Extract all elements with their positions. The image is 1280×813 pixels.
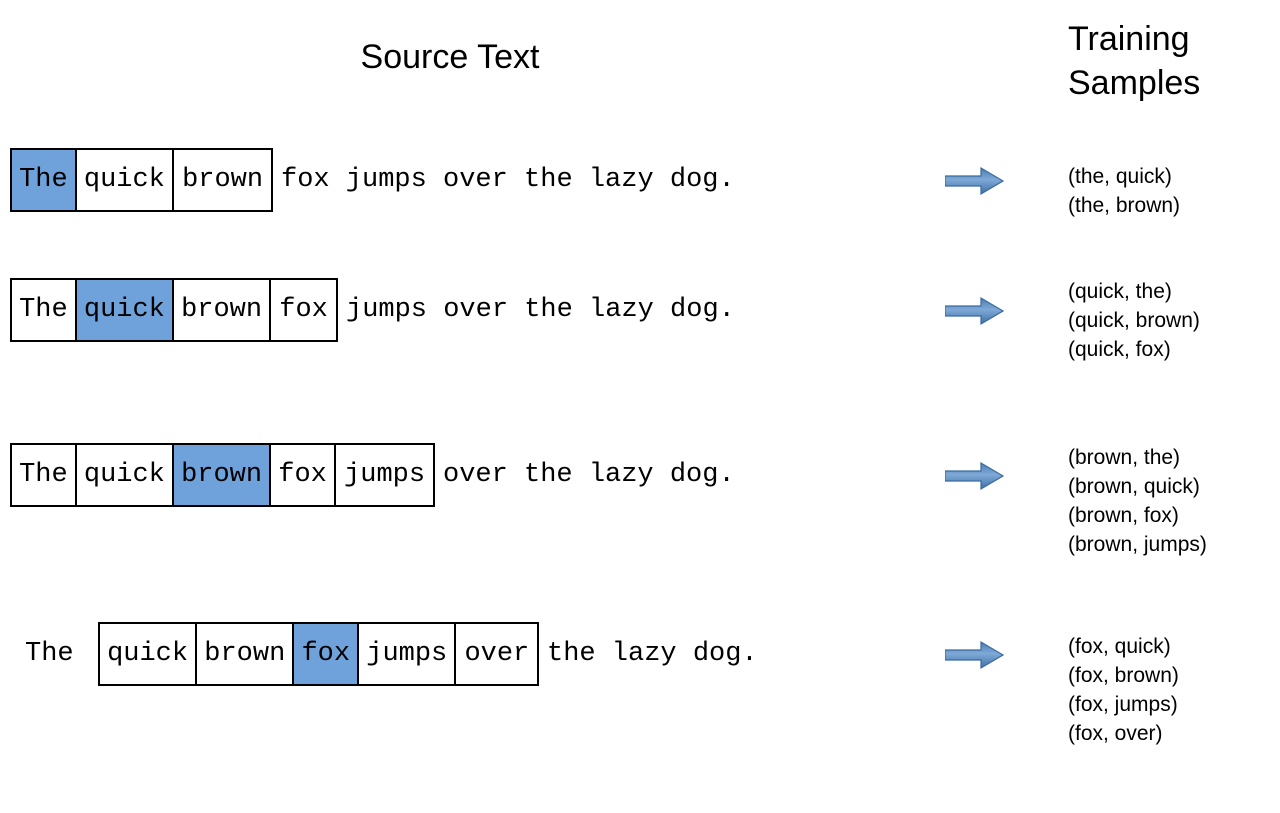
word-cell-jumps: jumps bbox=[359, 624, 457, 684]
sentence-tail: over the lazy dog. bbox=[443, 460, 735, 490]
source-text-heading: Source Text bbox=[360, 38, 540, 76]
training-sample-pair: (quick, the) bbox=[1068, 280, 1172, 303]
word-cell-the: The bbox=[12, 280, 77, 340]
training-samples-heading-line2: Samples bbox=[1068, 63, 1201, 102]
right-block-arrow-icon bbox=[945, 461, 1005, 491]
context-window-box: The quick brown fox bbox=[10, 278, 338, 342]
training-sample-pair: (the, quick) bbox=[1068, 165, 1172, 188]
word-cell-highlighted-brown: brown bbox=[173, 445, 272, 505]
word-cell-highlighted-fox: fox bbox=[294, 624, 360, 684]
context-window-box: The quick brown fox jumps bbox=[10, 443, 436, 507]
training-sample-pair: (fox, brown) bbox=[1068, 664, 1179, 687]
training-sample-group: (fox, quick) (fox, brown) (fox, jumps) (fox… bbox=[1068, 632, 1179, 748]
training-sample-group: (brown, the) (brown, quick) (brown, fox) (b… bbox=[1068, 443, 1207, 559]
word-cell-brown: brown bbox=[197, 624, 295, 684]
training-sample-pair: (fox, quick) bbox=[1068, 635, 1171, 658]
sentence-tail: jumps over the lazy dog. bbox=[346, 295, 735, 325]
sentence-tail: the lazy dog. bbox=[547, 639, 758, 669]
training-sample-pair: (brown, fox) bbox=[1068, 504, 1179, 527]
word-cell-fox: fox bbox=[271, 280, 336, 340]
word-cell-brown: brown bbox=[173, 150, 272, 210]
context-window-box: quick brown fox jumps over bbox=[98, 622, 540, 686]
right-block-arrow-icon bbox=[945, 640, 1005, 670]
word-cell-the: The bbox=[12, 445, 77, 505]
training-sample-group: (quick, the) (quick, brown) (quick, fox) bbox=[1068, 277, 1200, 364]
context-window-box: The quick brown bbox=[10, 148, 274, 212]
word-cell-highlighted-quick: quick bbox=[76, 280, 174, 340]
word-cell-quick: quick bbox=[76, 150, 174, 210]
word-cell-jumps: jumps bbox=[335, 445, 434, 505]
right-block-arrow-icon bbox=[945, 166, 1005, 196]
sentence-tail: fox jumps over the lazy dog. bbox=[281, 165, 735, 195]
training-sample-pair: (fox, over) bbox=[1068, 722, 1163, 745]
sentence-head: The bbox=[25, 639, 74, 669]
word-cell-over: over bbox=[456, 624, 538, 684]
training-samples-heading-line1: Training bbox=[1068, 20, 1190, 58]
word-cell-quick: quick bbox=[100, 624, 198, 684]
word-cell-fox: fox bbox=[271, 445, 336, 505]
right-block-arrow-icon bbox=[945, 296, 1005, 326]
training-sample-group: (the, quick) (the, brown) bbox=[1068, 162, 1180, 220]
word-cell-quick: quick bbox=[76, 445, 174, 505]
training-sample-pair: (fox, jumps) bbox=[1068, 693, 1178, 716]
training-sample-pair: (quick, brown) bbox=[1068, 309, 1200, 332]
training-sample-pair: (the, brown) bbox=[1068, 194, 1181, 217]
word-cell-brown: brown bbox=[173, 280, 272, 340]
training-sample-pair: (brown, the) bbox=[1068, 446, 1181, 469]
training-sample-pair: (quick, fox) bbox=[1068, 338, 1171, 361]
word-cell-highlighted-the: The bbox=[12, 150, 77, 210]
training-sample-pair: (brown, quick) bbox=[1068, 475, 1200, 498]
training-sample-pair: (brown, jumps) bbox=[1068, 533, 1207, 556]
